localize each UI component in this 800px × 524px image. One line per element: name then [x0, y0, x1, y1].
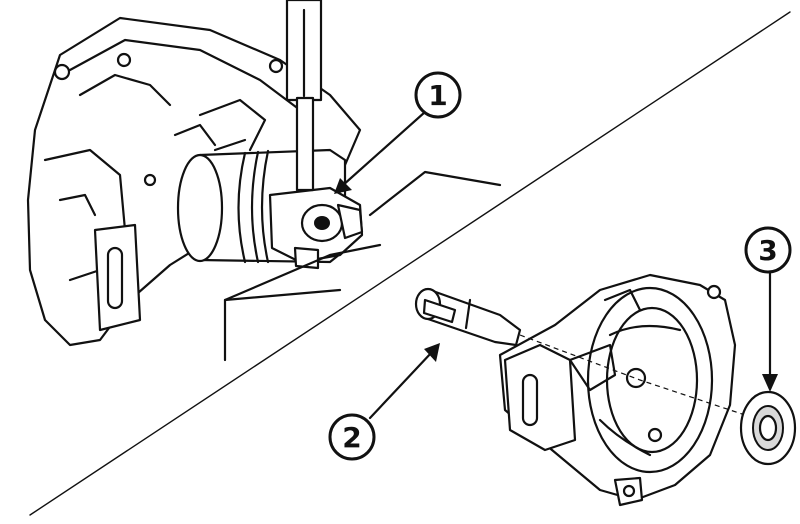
- callout-1: 1: [414, 71, 462, 119]
- callout-arrow-2: [368, 343, 440, 420]
- assembly-axis-line: [519, 334, 746, 416]
- callout-label-3: 3: [758, 234, 777, 267]
- drive-shaft-part-2: [414, 287, 522, 347]
- callout-arrow-1: [334, 110, 427, 194]
- callout-3: 3: [744, 226, 792, 274]
- callout-label-2: 2: [342, 421, 361, 454]
- callout-arrow-3: [762, 270, 778, 392]
- drive-gear-part-1: [268, 186, 364, 270]
- callout-label-1: 1: [428, 79, 447, 112]
- callout-2: 2: [328, 413, 376, 461]
- section-divider-line: [29, 11, 791, 516]
- distributor-housing-right: [498, 273, 737, 507]
- oil-seal-part-3: [739, 390, 797, 466]
- drift-punch-tool: [285, 0, 323, 192]
- support-block: [223, 170, 502, 362]
